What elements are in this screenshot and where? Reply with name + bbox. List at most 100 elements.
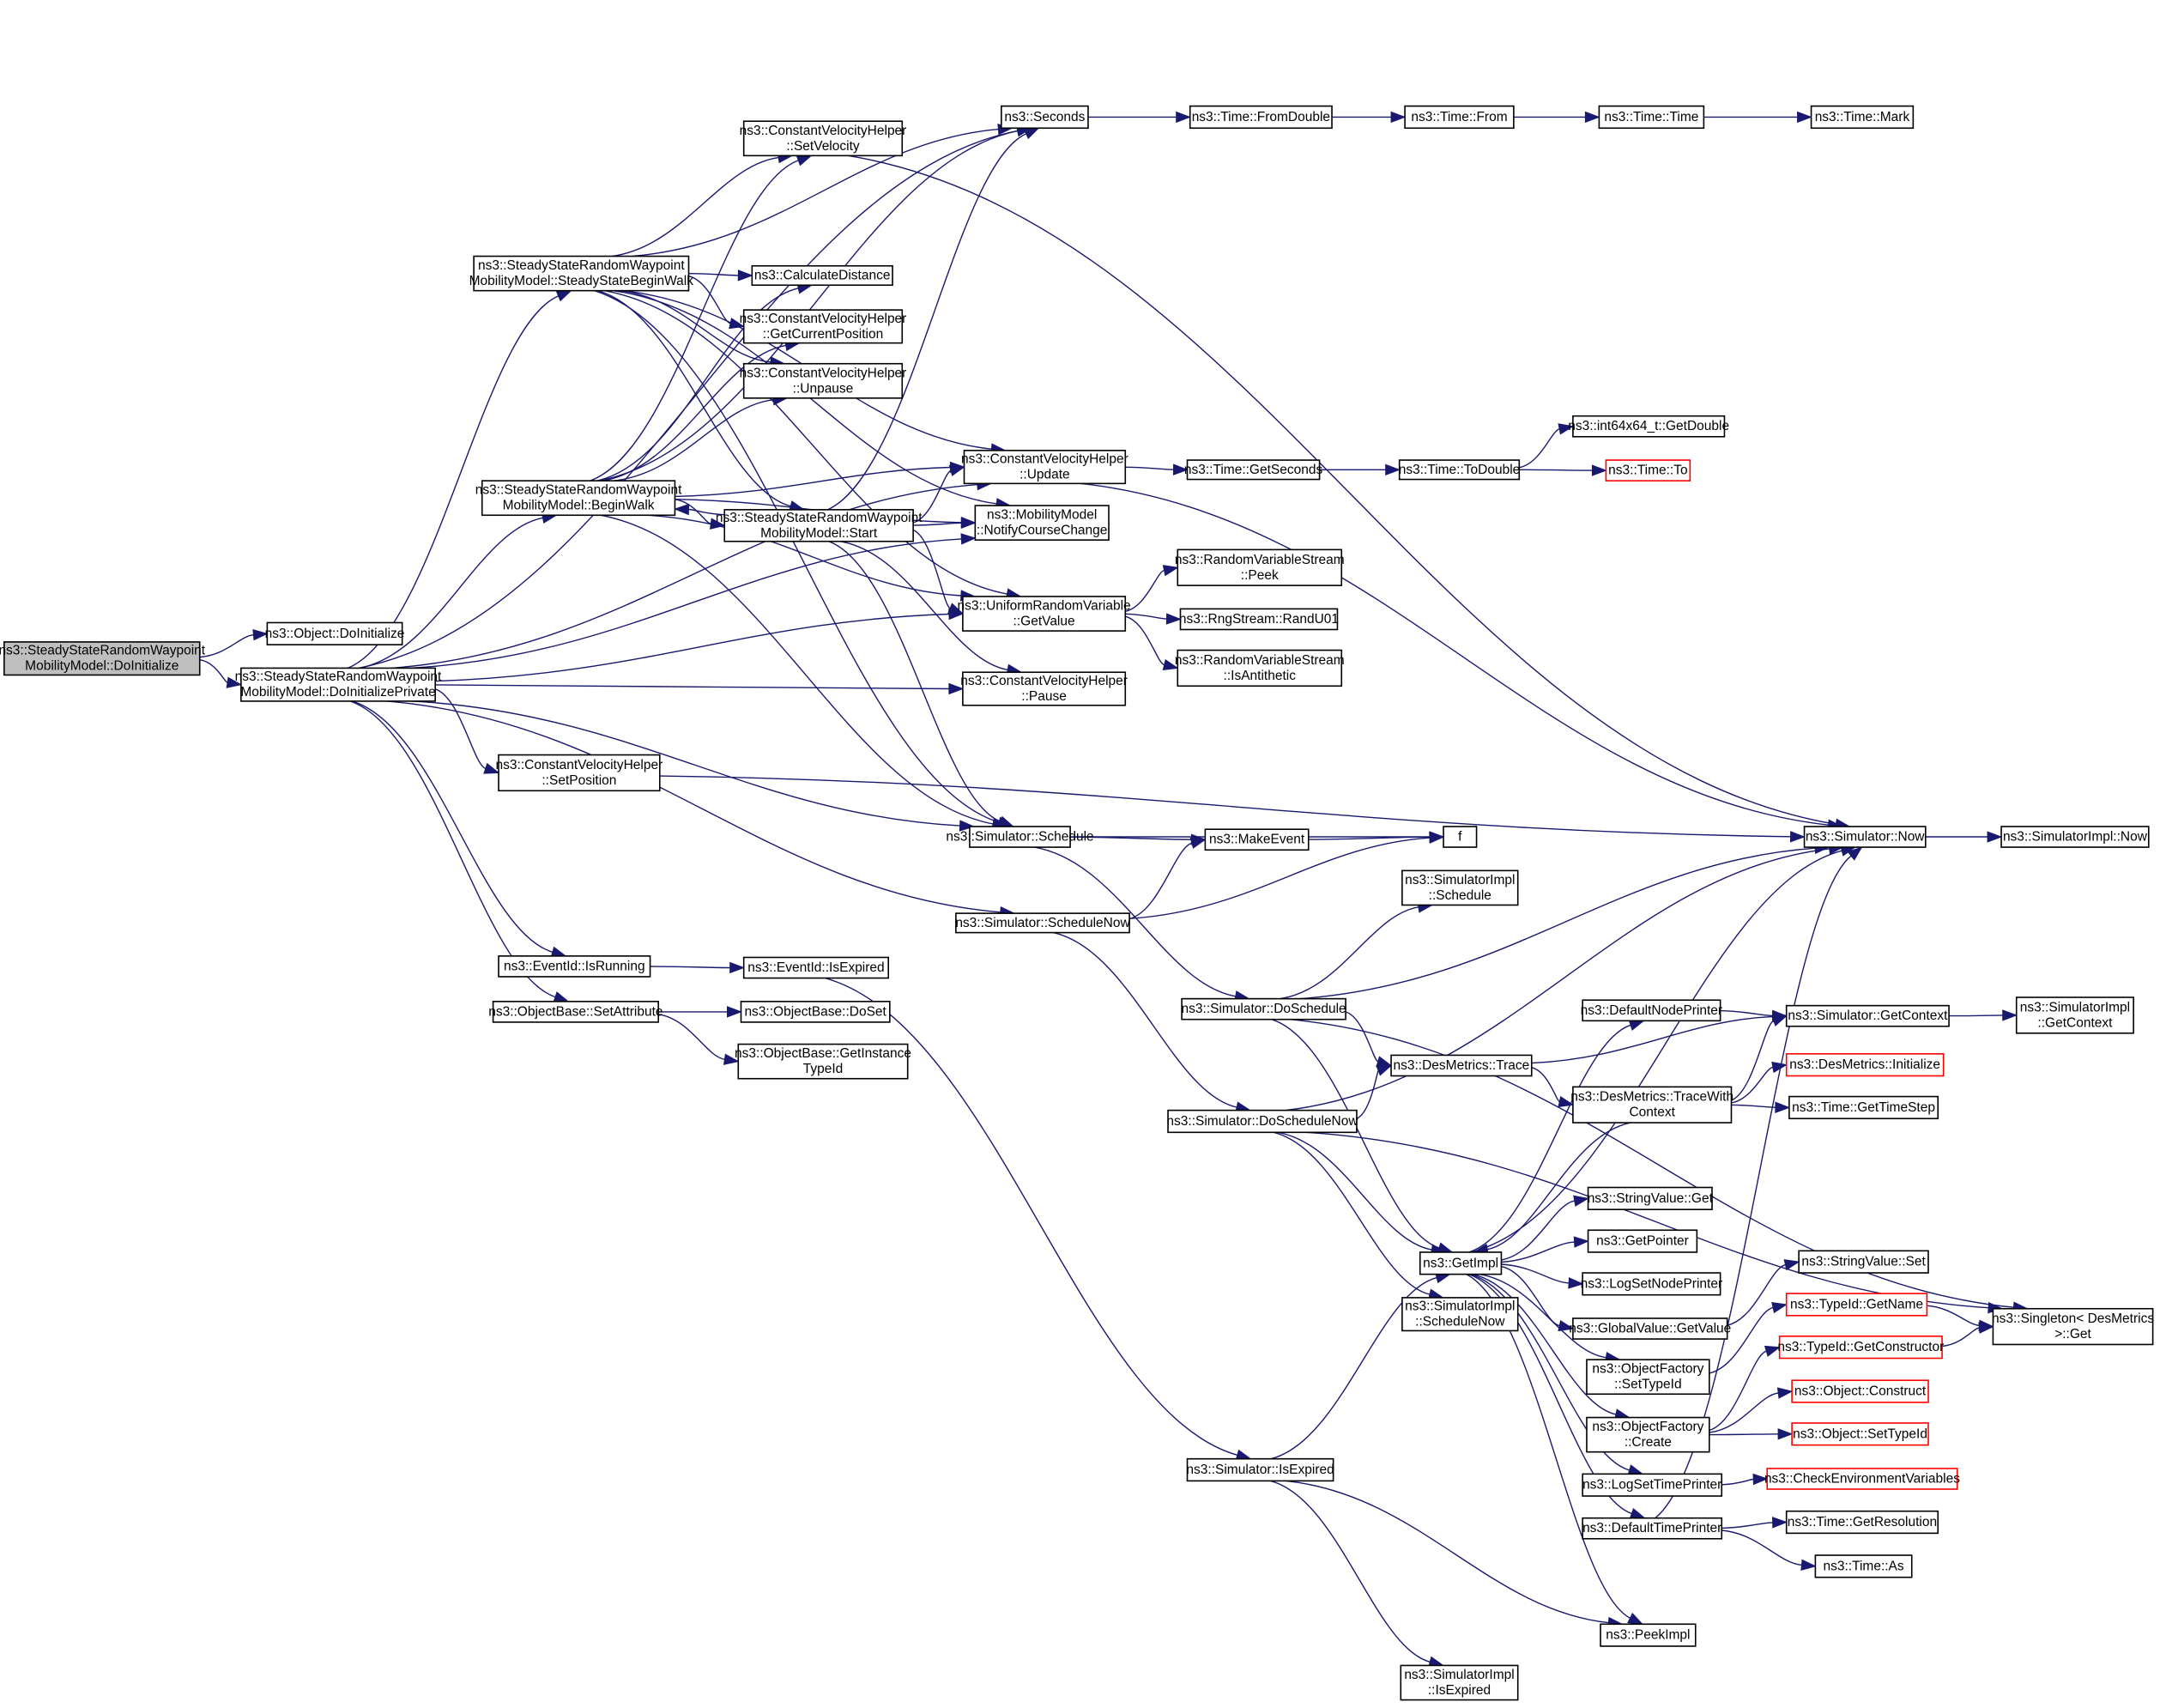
- node-ns3-constantvelocityhelper-unpause[interactable]: ns3::ConstantVelocityHelper::Unpause: [740, 362, 907, 399]
- arrowhead-icon: [1789, 831, 1806, 843]
- node-ns3-randomvariablestream-peek[interactable]: ns3::RandomVariableStream::Peek: [1175, 548, 1345, 586]
- node-label: ns3::MobilityModel: [987, 508, 1097, 523]
- node-ns3-typeid-getname[interactable]: ns3::TypeId::GetName: [1785, 1293, 1928, 1317]
- node-ns3-checkenvironmentvariables[interactable]: ns3::CheckEnvironmentVariables: [1764, 1468, 1960, 1490]
- node-ns3-eventid-isexpired[interactable]: ns3::EventId::IsExpired: [742, 956, 890, 979]
- node-f[interactable]: f: [1443, 826, 1478, 848]
- arrowhead-icon: [2002, 1009, 2018, 1021]
- node-ns3-stringvalue-set[interactable]: ns3::StringValue::Set: [1798, 1250, 1929, 1274]
- arrowhead-icon: [553, 991, 570, 1002]
- node-ns3-simulator-schedule[interactable]: ns3::Simulator::Schedule: [946, 826, 1094, 848]
- node-ns3-time-getseconds[interactable]: ns3::Time::GetSeconds: [1184, 459, 1323, 481]
- call-edge: [1356, 1064, 1393, 1119]
- node-ns3-object-doinitialize[interactable]: ns3::Object::DoInitialize: [265, 621, 405, 645]
- node-ns3-object-settypeid[interactable]: ns3::Object::SetTypeId: [1791, 1422, 1929, 1446]
- node-ns3-constantvelocityhelper-getcurrentposition[interactable]: ns3::ConstantVelocityHelper::GetCurrentP…: [740, 309, 907, 344]
- node-label: ns3::Object::SetTypeId: [1793, 1426, 1927, 1441]
- node-ns3-time-as[interactable]: ns3::Time::As: [1814, 1554, 1913, 1578]
- node-ns3-calculatedistance[interactable]: ns3::CalculateDistance: [751, 264, 893, 287]
- node-ns3-time-gettimestep[interactable]: ns3::Time::GetTimeStep: [1788, 1095, 1939, 1120]
- edge-line: [1942, 1327, 1980, 1348]
- node-label: f: [1458, 830, 1462, 845]
- edge-line: [1731, 1020, 1775, 1101]
- node-ns3-object-construct[interactable]: ns3::Object::Construct: [1791, 1379, 1929, 1403]
- node-ns3-steadystaterandomwaypointmobilitymodel-beginwalk[interactable]: ns3::SteadyStateRandomWaypointMobilityMo…: [475, 480, 682, 517]
- node-ns3-simulator-schedulenow[interactable]: ns3::Simulator::ScheduleNow: [955, 912, 1130, 934]
- node-ns3-objectfactory-create[interactable]: ns3::ObjectFactory::Create: [1586, 1416, 1710, 1453]
- node-label: ns3::Simulator::IsExpired: [1186, 1463, 1334, 1477]
- arrowhead-icon: [1558, 1319, 1575, 1332]
- node-ns3-time-mark[interactable]: ns3::Time::Mark: [1810, 105, 1915, 130]
- node-ns3-steadystaterandomwaypointmobilitymodel-start[interactable]: ns3::SteadyStateRandomWaypointMobilityMo…: [716, 509, 923, 542]
- node-ns3-objectbase-doset[interactable]: ns3::ObjectBase::DoSet: [740, 1001, 891, 1023]
- node-ns3-simulatorimpl-now[interactable]: ns3::SimulatorImpl::Now: [2000, 826, 2150, 848]
- node-box: [1404, 105, 1515, 130]
- node-ns3-constantvelocityhelper-setvelocity[interactable]: ns3::ConstantVelocityHelper::SetVelocity: [740, 120, 907, 157]
- node-ns3-time-fromdouble[interactable]: ns3::Time::FromDouble: [1189, 105, 1333, 130]
- node-ns3-stringvalue-get[interactable]: ns3::StringValue::Get: [1588, 1186, 1714, 1210]
- node-box: [498, 955, 651, 978]
- node-ns3-time-getresolution[interactable]: ns3::Time::GetResolution: [1785, 1510, 1939, 1535]
- node-box: [962, 671, 1127, 706]
- node-ns3-simulator-doschedulenow[interactable]: ns3::Simulator::DoScheduleNow: [1166, 1109, 1358, 1134]
- node-ns3-simulatorimpl-isexpired[interactable]: ns3::SimulatorImpl::IsExpired: [1400, 1664, 1519, 1701]
- node-ns3-singleton-desmetrics-get[interactable]: ns3::Singleton< DesMetrics>::Get: [1992, 1307, 2154, 1346]
- node-ns3-constantvelocityhelper-setposition[interactable]: ns3::ConstantVelocityHelper::SetPosition: [496, 754, 663, 792]
- call-edge: [1129, 832, 1445, 919]
- node-ns3-globalvalue-getvalue[interactable]: ns3::GlobalValue::GetValue: [1569, 1317, 1731, 1340]
- call-edge: [1470, 1273, 1644, 1476]
- node-ns3-getpointer[interactable]: ns3::GetPointer: [1587, 1229, 1698, 1253]
- node-box: [1179, 608, 1339, 631]
- node-ns3-simulator-doschedule[interactable]: ns3::Simulator::DoSchedule: [1181, 997, 1346, 1021]
- node-ns3-objectfactory-settypeid[interactable]: ns3::ObjectFactory::SetTypeId: [1586, 1359, 1710, 1396]
- node-ns3-simulatorimpl-getcontext[interactable]: ns3::SimulatorImpl::GetContext: [2015, 996, 2134, 1034]
- node-ns3-rngstream-randu01[interactable]: ns3::RngStream::RandU01: [1179, 608, 1339, 631]
- node-ns3-desmetrics-initialize[interactable]: ns3::DesMetrics::Initialize: [1785, 1053, 1945, 1077]
- node-ns3-peekimpl[interactable]: ns3::PeekImpl: [1600, 1623, 1697, 1647]
- edge-line: [596, 288, 799, 482]
- node-box: [1189, 105, 1333, 130]
- node-label: MobilityModel::DoInitializePrivate: [240, 685, 435, 700]
- node-ns3-uniformrandomvariable-getvalue[interactable]: ns3::UniformRandomVariable::GetValue: [958, 596, 1131, 632]
- node-ns3-seconds[interactable]: ns3::Seconds: [1001, 105, 1089, 130]
- node-ns3-time-from[interactable]: ns3::Time::From: [1404, 105, 1515, 130]
- node-ns3-makeevent[interactable]: ns3::MakeEvent: [1204, 828, 1310, 851]
- node-ns3-time-time[interactable]: ns3::Time::Time: [1598, 105, 1705, 130]
- node-ns3-randomvariablestream-isantithetic[interactable]: ns3::RandomVariableStream::IsAntithetic: [1175, 649, 1345, 687]
- node-ns3-logsettimeprinter[interactable]: ns3::LogSetTimePrinter: [1582, 1473, 1723, 1497]
- edge-line: [1519, 428, 1560, 469]
- node-ns3-time-todouble[interactable]: ns3::Time::ToDouble: [1399, 459, 1521, 481]
- node-ns3-time-to[interactable]: ns3::Time::To: [1605, 459, 1691, 482]
- call-edge: [650, 961, 746, 974]
- node-ns3-desmetrics-trace[interactable]: ns3::DesMetrics::Trace: [1390, 1054, 1533, 1077]
- node-ns3-steadystaterandomwaypointmobilitymodel-doinitializeprivate[interactable]: ns3::SteadyStateRandomWaypointMobilityMo…: [235, 667, 442, 702]
- edge-line: [409, 538, 962, 669]
- node-ns3-getimpl[interactable]: ns3::GetImpl: [1419, 1251, 1503, 1275]
- node-ns3-defaulttimeprinter[interactable]: ns3::DefaultTimePrinter: [1582, 1517, 1723, 1540]
- node-ns3-simulatorimpl-schedule[interactable]: ns3::SimulatorImpl::Schedule: [1401, 869, 1519, 906]
- node-ns3-simulator-getcontext[interactable]: ns3::Simulator::GetContext: [1785, 1004, 1950, 1027]
- edge-line: [1470, 1273, 1630, 1471]
- node-ns3-simulator-now[interactable]: ns3::Simulator::Now: [1803, 826, 1927, 848]
- node-ns3-defaultnodeprinter[interactable]: ns3::DefaultNodePrinter: [1581, 999, 1722, 1022]
- node-ns3-mobilitymodel-notifycoursechange[interactable]: ns3::MobilityModel::NotifyCourseChange: [974, 505, 1110, 541]
- node-ns3-constantvelocityhelper-pause[interactable]: ns3::ConstantVelocityHelper::Pause: [960, 671, 1128, 706]
- node-label: ::NotifyCourseChange: [977, 524, 1108, 538]
- edge-line: [1125, 466, 1174, 470]
- node-ns3-logsetnodeprinter[interactable]: ns3::LogSetNodePrinter: [1581, 1272, 1722, 1296]
- node-ns3-typeid-getconstructor[interactable]: ns3::TypeId::GetConstructor: [1777, 1336, 1944, 1360]
- node-ns3-objectbase-setattribute[interactable]: ns3::ObjectBase::SetAttribute: [488, 1001, 663, 1023]
- arrowhead-icon: [1627, 1612, 1644, 1625]
- node-box: [1572, 1317, 1728, 1340]
- node-ns3-simulator-isexpired[interactable]: ns3::Simulator::IsExpired: [1186, 1457, 1334, 1482]
- node-ns3-int64x64-t-getdouble[interactable]: ns3::int64x64_t::GetDouble: [1568, 415, 1729, 438]
- arrowhead-icon: [226, 676, 243, 688]
- node-ns3-eventid-isrunning[interactable]: ns3::EventId::IsRunning: [498, 955, 651, 978]
- node-ns3-simulatorimpl-schedulenow[interactable]: ns3::SimulatorImpl::ScheduleNow: [1401, 1297, 1519, 1332]
- node-ns3-steadystaterandomwaypointmobilitymodel-steadystatebeginwalk[interactable]: ns3::SteadyStateRandomWaypointMobilityMo…: [469, 255, 694, 292]
- node-label: ns3::ObjectBase::SetAttribute: [488, 1004, 663, 1019]
- node-ns3-constantvelocityhelper-update[interactable]: ns3::ConstantVelocityHelper::Update: [961, 450, 1128, 485]
- edge-line: [1277, 1131, 1432, 1251]
